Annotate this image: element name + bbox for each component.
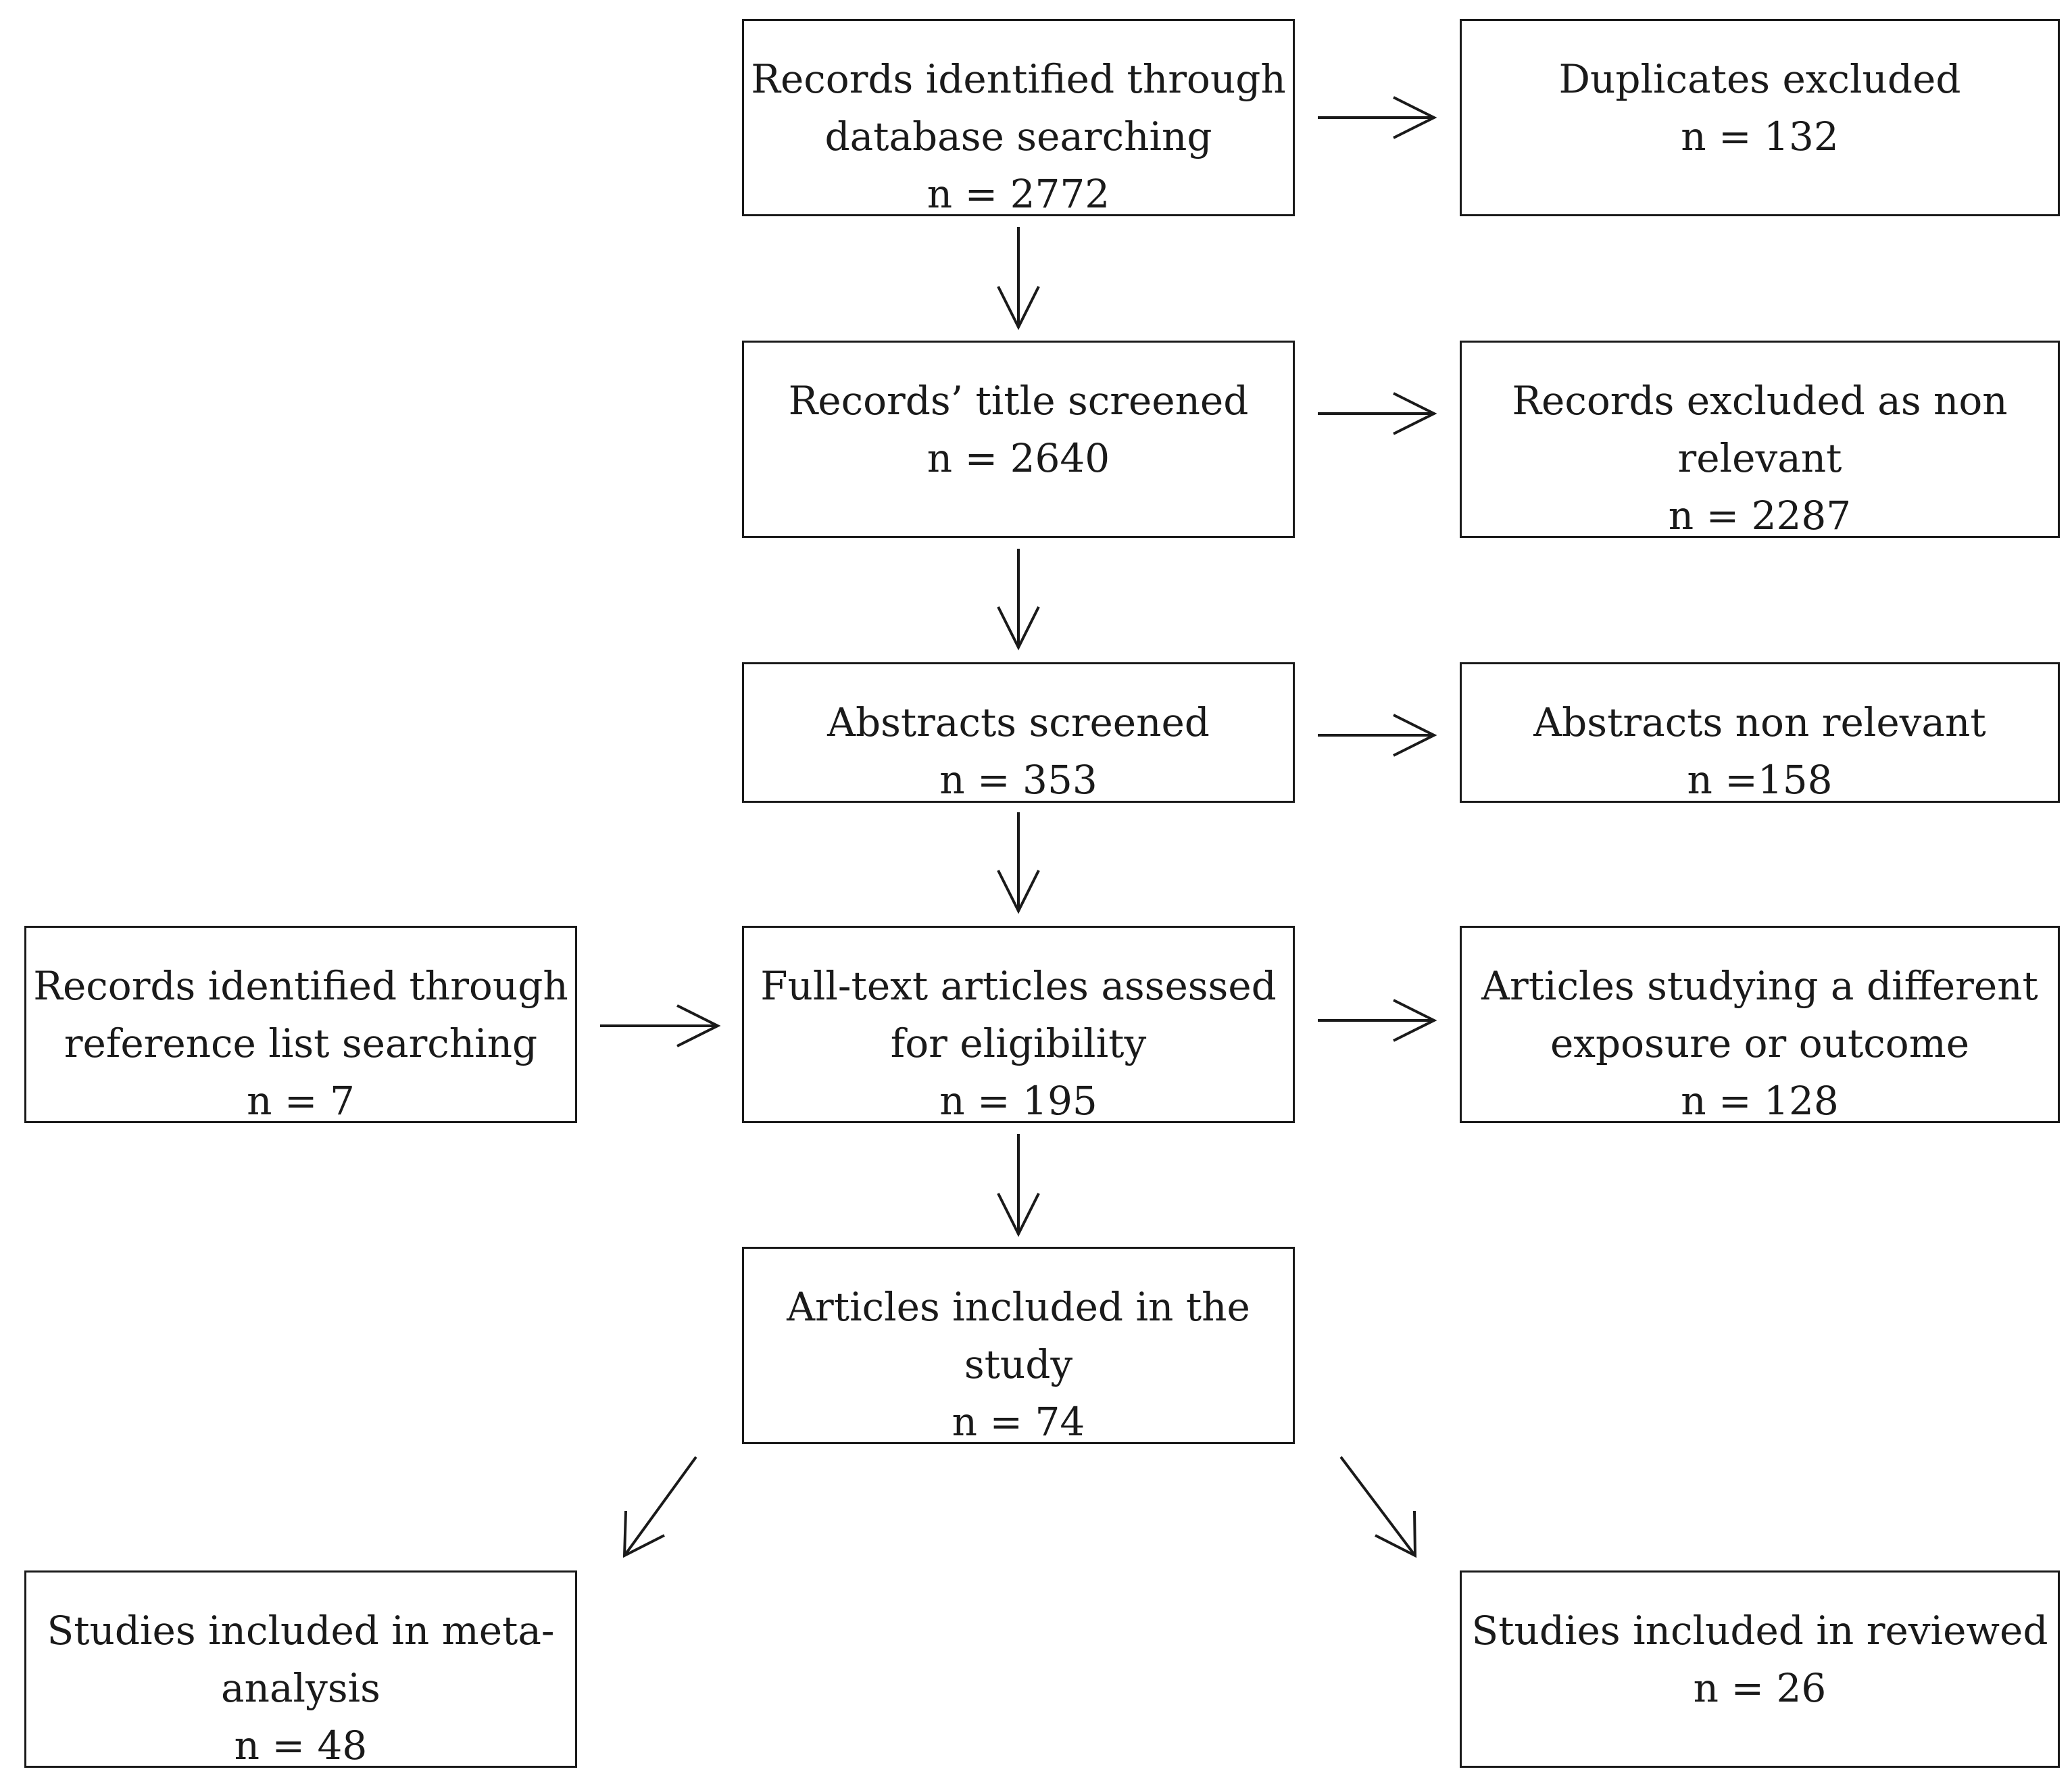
box-count: n =158 bbox=[1687, 757, 1833, 803]
arrow-right-reference bbox=[600, 1004, 721, 1047]
arrow-down-4 bbox=[997, 1134, 1040, 1237]
box-line: analysis bbox=[221, 1665, 380, 1711]
box-count: n = 2640 bbox=[927, 435, 1110, 481]
box-line: reference list searching bbox=[64, 1020, 538, 1066]
arrow-down-1 bbox=[997, 227, 1040, 330]
box-count: n = 2772 bbox=[927, 171, 1110, 217]
arrow-right-2 bbox=[1318, 392, 1437, 435]
box-count: n = 353 bbox=[939, 757, 1097, 803]
box-count: n = 7 bbox=[247, 1078, 355, 1124]
box-line: exposure or outcome bbox=[1550, 1020, 1970, 1066]
box-line: Articles included in the bbox=[787, 1284, 1250, 1330]
box-count: n = 132 bbox=[1681, 114, 1839, 159]
duplicates-box: Duplicates excluded n = 132 bbox=[1460, 19, 2060, 216]
included-study-box: Articles included in the study n = 74 bbox=[742, 1247, 1295, 1445]
box-line: Abstracts non relevant bbox=[1533, 699, 1986, 745]
box-line: Records identified through bbox=[33, 963, 568, 1009]
arrow-right-4 bbox=[1318, 999, 1437, 1042]
box-line: Articles studying a different bbox=[1481, 963, 2038, 1009]
full-text-box: Full-text articles assessed for eligibil… bbox=[742, 926, 1295, 1124]
box-count: n = 26 bbox=[1693, 1665, 1827, 1711]
box-line: database searching bbox=[824, 114, 1212, 159]
box-line: for eligibility bbox=[890, 1020, 1147, 1066]
abstracts-non-relevant-box: Abstracts non relevant n =158 bbox=[1460, 662, 2060, 803]
excluded-non-relevant-box: Records excluded as non relevant n = 228… bbox=[1460, 341, 2060, 539]
abstracts-screened-box: Abstracts screened n = 353 bbox=[742, 662, 1295, 803]
title-screened-box: Records’ title screened n = 2640 bbox=[742, 341, 1295, 538]
reviewed-box: Studies included in reviewed n = 26 bbox=[1460, 1570, 2060, 1768]
box-line: Studies included in reviewed bbox=[1471, 1608, 2048, 1654]
box-line: Records identified through bbox=[751, 56, 1286, 102]
reference-list-box: Records identified through reference lis… bbox=[24, 926, 577, 1124]
box-line: Records’ title screened bbox=[788, 378, 1249, 424]
box-count: n = 74 bbox=[952, 1399, 1085, 1445]
arrow-down-3 bbox=[997, 812, 1040, 914]
box-count: n = 48 bbox=[234, 1723, 368, 1768]
box-count: n = 195 bbox=[939, 1078, 1097, 1124]
arrow-right-1 bbox=[1318, 96, 1437, 139]
different-exposure-box: Articles studying a different exposure o… bbox=[1460, 926, 2060, 1124]
arrow-down-2 bbox=[997, 549, 1040, 651]
records-db-box: Records identified through database sear… bbox=[742, 19, 1295, 217]
box-count: n = 128 bbox=[1681, 1078, 1839, 1124]
box-line: Abstracts screened bbox=[827, 699, 1210, 745]
arrow-right-3 bbox=[1318, 714, 1437, 757]
meta-analysis-box: Studies included in meta- analysis n = 4… bbox=[24, 1570, 577, 1768]
box-line: relevant bbox=[1677, 435, 1842, 481]
box-count: n = 2287 bbox=[1668, 493, 1852, 539]
arrow-diagonal-left bbox=[622, 1456, 697, 1558]
box-line: Studies included in meta- bbox=[47, 1608, 555, 1654]
box-line: study bbox=[964, 1341, 1073, 1387]
box-line: Full-text articles assessed bbox=[760, 963, 1277, 1009]
box-line: Records excluded as non bbox=[1512, 378, 2008, 424]
box-line: Duplicates excluded bbox=[1558, 56, 1961, 102]
arrow-diagonal-right bbox=[1339, 1456, 1417, 1558]
